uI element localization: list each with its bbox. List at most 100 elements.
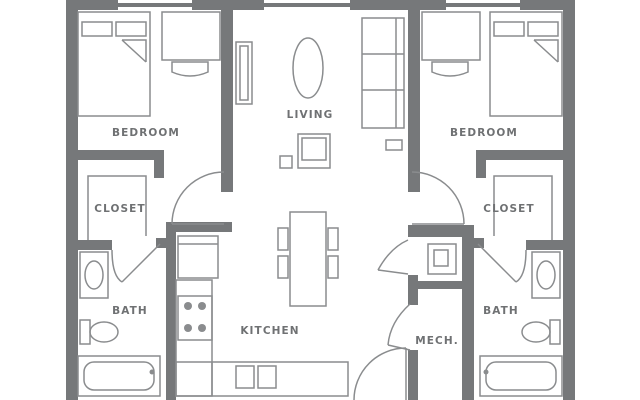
water-heater-inner (433, 249, 449, 267)
pillow-right-2 (527, 21, 559, 37)
bed-fold-diag-right (533, 39, 559, 63)
counter-left (175, 279, 213, 397)
bed-fold-diag-left (121, 39, 147, 63)
door-arc-closet-left (111, 249, 123, 283)
closet-outlines (87, 175, 553, 240)
wall-closet-stub-left (154, 150, 164, 178)
door-arc-bedroom-left (171, 171, 225, 225)
closet-shelf-right (493, 175, 553, 240)
wall-bath-stub-right (470, 238, 484, 248)
door-arc-bedroom-right (411, 171, 465, 225)
tv-console (235, 41, 253, 105)
bed-right (489, 11, 563, 117)
stove-burners (149, 302, 489, 375)
wall-mech-top (408, 225, 474, 237)
wall-bath-top-left (66, 240, 112, 250)
chair-left (171, 61, 209, 77)
vanity-sink-left (84, 260, 104, 290)
burner-3 (184, 324, 192, 332)
door-leaf-closet-right (477, 243, 517, 283)
label-bath-left: BATH (112, 305, 148, 317)
tub-inner-left (83, 361, 155, 391)
furniture (77, 11, 563, 397)
top-wall-seg-1 (66, 0, 118, 10)
wall-bath-stub-left (156, 238, 170, 248)
pillow-left-1 (81, 21, 113, 37)
label-closet-left: CLOSET (94, 203, 145, 215)
side-table-right (385, 139, 403, 151)
fridge (177, 235, 219, 279)
bed-fold-right (534, 39, 559, 62)
side-table-left (279, 155, 293, 169)
toilet-bowl-left (89, 321, 119, 343)
dining-table (289, 211, 327, 307)
bed-left (77, 11, 151, 117)
toilet-tank-right (549, 319, 561, 345)
sink-basin-1 (235, 365, 255, 389)
dining-chair-1 (277, 227, 289, 251)
label-bath-right: BATH (483, 305, 519, 317)
window-3 (446, 3, 520, 7)
label-living: LIVING (287, 109, 334, 121)
wall-bath-top-right (526, 240, 575, 250)
armchair (297, 133, 331, 169)
armchair-seat (301, 137, 327, 161)
wall-closet-top-right (476, 150, 575, 160)
water-heater-box (427, 243, 457, 275)
label-closet-right: CLOSET (483, 203, 534, 215)
sink-basin-2 (257, 365, 277, 389)
wall-closet-top-left (66, 150, 164, 160)
vanity-left (79, 251, 109, 299)
window-2 (264, 3, 350, 7)
sofa (361, 17, 405, 129)
door-arc-closet-core (377, 239, 409, 271)
pillow-left-2 (115, 21, 147, 37)
walls (66, 0, 575, 400)
dining-chair-4 (327, 255, 339, 279)
outer-wall-left (66, 0, 78, 400)
doors (111, 171, 527, 400)
wall-bedroom-living-left (221, 0, 233, 192)
wall-mech-divider (408, 281, 466, 289)
pillow-right-1 (493, 21, 525, 37)
toilet-tank-left (79, 319, 91, 345)
closet-shelf-left (87, 175, 147, 240)
vanity-right (531, 251, 561, 299)
wall-mech-right (462, 225, 474, 400)
dining-chair-3 (327, 227, 339, 251)
vanity-sink-right (536, 260, 556, 290)
wall-bedroom-living-right (408, 0, 420, 192)
top-wall-seg-4 (520, 0, 575, 10)
faucet-right (483, 369, 489, 375)
bed-fold-left (122, 39, 147, 62)
tub-right (479, 355, 563, 397)
outer-wall-right (563, 0, 575, 400)
label-bedroom-right: BEDROOM (450, 127, 518, 139)
door-arc-closet-right (515, 249, 527, 283)
label-kitchen: KITCHEN (240, 325, 299, 337)
door-leaf-closet-left (121, 243, 161, 283)
tub-left (77, 355, 161, 397)
top-wall-seg-3 (350, 0, 446, 10)
desk-left (161, 11, 221, 61)
counter-bottom (175, 361, 349, 397)
door-arc-mech (387, 303, 411, 346)
coffee-table (292, 37, 324, 99)
door-arc-entry (353, 347, 407, 400)
chair-right (431, 61, 469, 77)
door-leaf-closet-core (377, 269, 409, 275)
wall-kitchen-top (166, 222, 232, 232)
label-bedroom-left: BEDROOM (112, 127, 180, 139)
wall-mech-left-upper (408, 275, 418, 305)
tub-inner-right (485, 361, 557, 391)
wall-mech-left-lower (408, 350, 418, 400)
room-labels: BEDROOM BEDROOM LIVING CLOSET CLOSET BAT… (94, 109, 534, 347)
burner-4 (198, 324, 206, 332)
dining-chair-2 (277, 255, 289, 279)
tv-console-inner (239, 45, 249, 101)
stove (177, 295, 213, 341)
wall-closet-stub-right (476, 150, 486, 178)
desk-right (421, 11, 481, 61)
toilet-bowl-right (521, 321, 551, 343)
